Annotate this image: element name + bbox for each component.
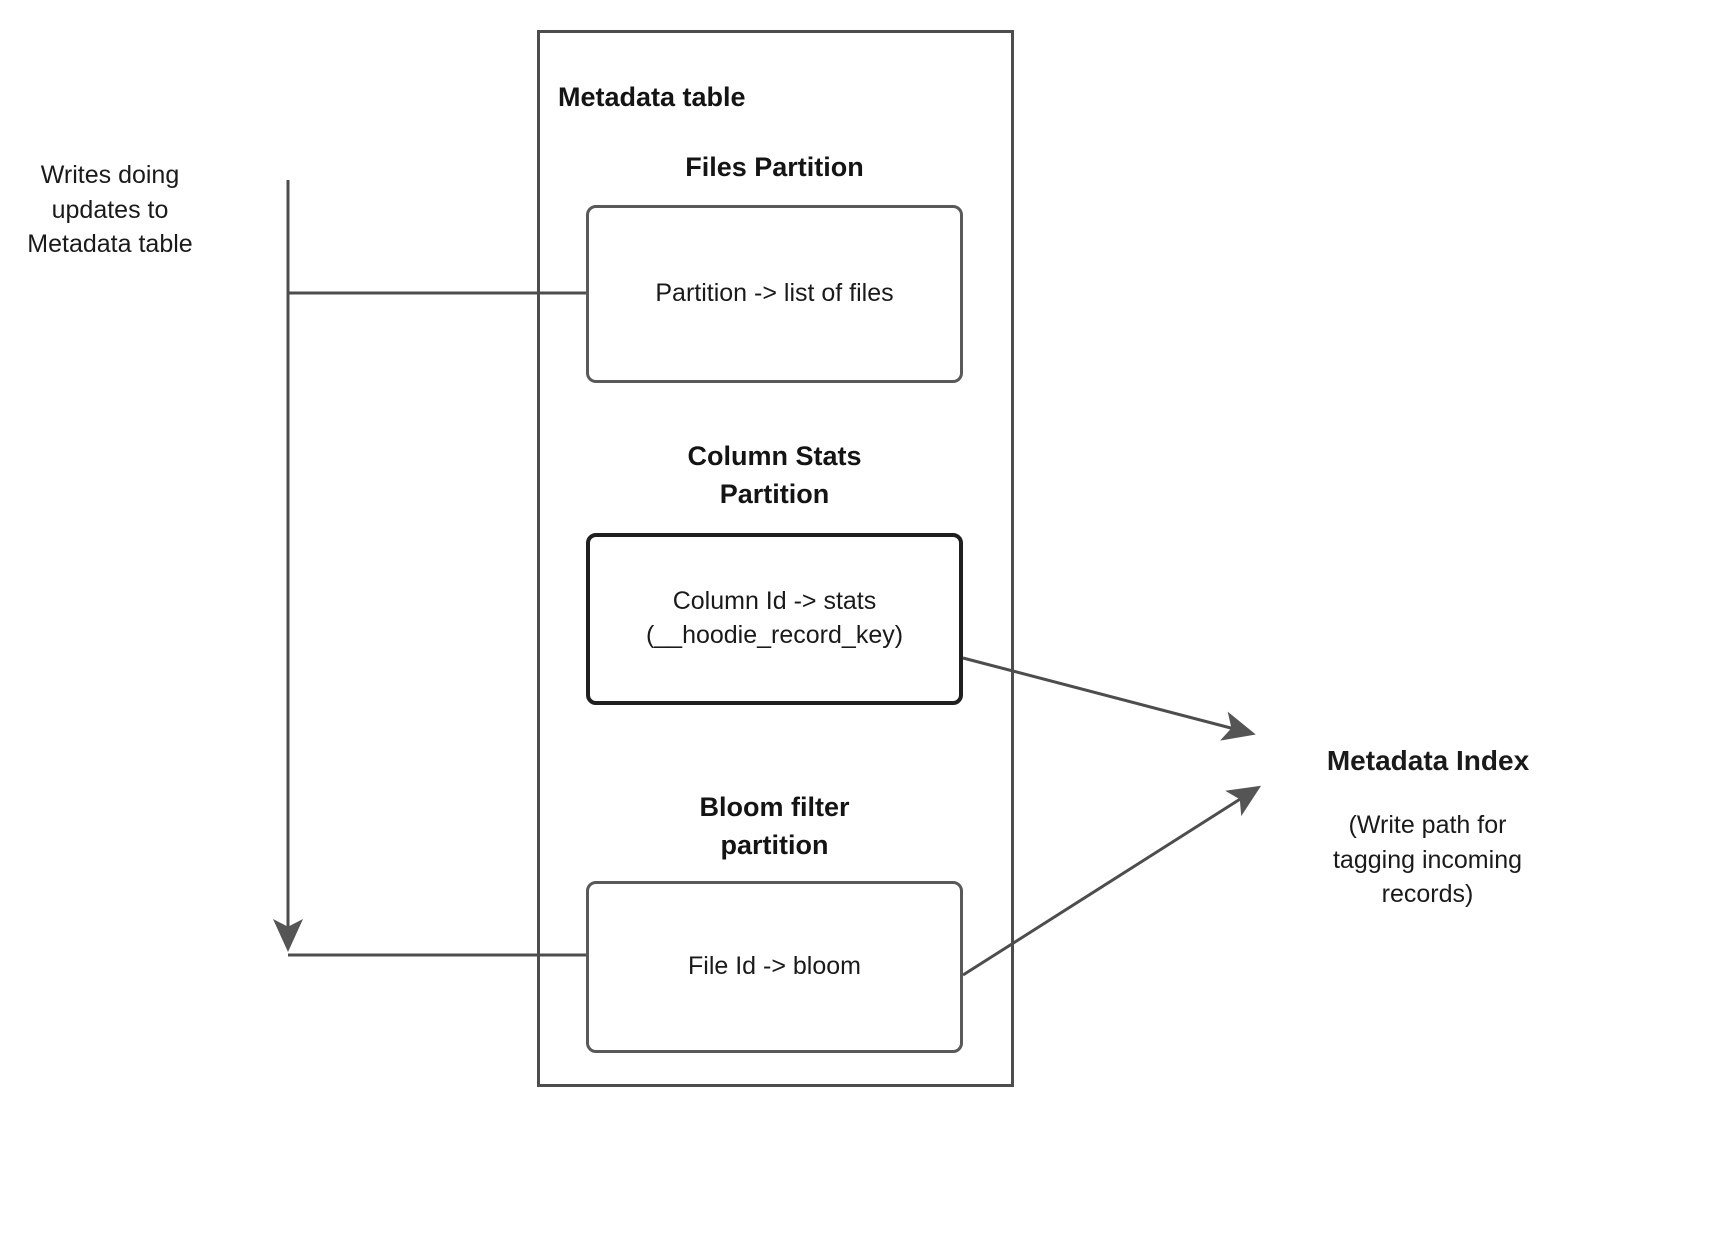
column-stats-partition-box[interactable]: Column Id -> stats (__hoodie_record_key) bbox=[586, 533, 963, 705]
bloom-filter-partition-box-text: File Id -> bloom bbox=[688, 952, 861, 981]
metadata-table-title: Metadata table bbox=[558, 82, 746, 112]
metadata-index-note: (Write path for tagging incoming records… bbox=[1332, 811, 1522, 908]
bloom-filter-partition-box[interactable]: File Id -> bloom bbox=[586, 881, 963, 1053]
metadata-table-container bbox=[537, 30, 1014, 1087]
files-partition-box-text: Partition -> list of files bbox=[655, 279, 894, 308]
bloom-filter-partition-heading: Bloom filter partition bbox=[699, 792, 850, 861]
write-path-note: Writes doing updates to Metadata table bbox=[27, 161, 193, 258]
files-partition-heading: Files Partition bbox=[685, 152, 864, 182]
files-partition-box[interactable]: Partition -> list of files bbox=[586, 205, 963, 383]
metadata-index-label: Metadata Index bbox=[1326, 745, 1530, 776]
column-stats-partition-box-text: Column Id -> stats (__hoodie_record_key) bbox=[645, 587, 904, 649]
column-stats-partition-heading: Column Stats Partition bbox=[687, 441, 862, 510]
